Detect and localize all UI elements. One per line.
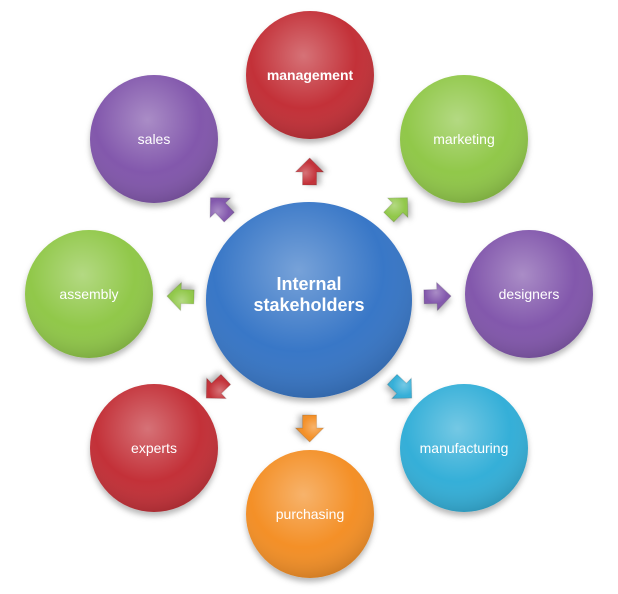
- arrow-assembly: [166, 281, 195, 312]
- arrow-management: [294, 157, 325, 186]
- center-label-line2: stakeholders: [253, 295, 364, 315]
- node-label-designers: designers: [499, 286, 560, 302]
- node-label-manufacturing: manufacturing: [420, 440, 509, 456]
- nodes-layer: management marketing designers manufacturin…: [25, 11, 593, 578]
- arrow-sales: [209, 197, 235, 223]
- node-label-purchasing: purchasing: [276, 506, 345, 522]
- node-assembly: assembly: [25, 230, 153, 358]
- node-experts: experts: [90, 384, 218, 512]
- node-management: management: [246, 11, 374, 139]
- arrow-purchasing: [294, 414, 325, 443]
- arrow-experts: [205, 373, 232, 399]
- node-label-marketing: marketing: [433, 131, 494, 147]
- node-label-management: management: [267, 67, 354, 83]
- arrow-designers: [423, 281, 452, 312]
- node-manufacturing: manufacturing: [400, 384, 528, 512]
- node-marketing: marketing: [400, 75, 528, 203]
- node-purchasing: purchasing: [246, 450, 374, 578]
- node-label-sales: sales: [138, 131, 171, 147]
- center-label-line1: Internal: [276, 274, 341, 294]
- arrow-marketing: [383, 197, 409, 223]
- center-node: Internal stakeholders: [206, 202, 412, 398]
- arrows-layer: [166, 157, 452, 443]
- node-label-assembly: assembly: [59, 286, 118, 302]
- node-designers: designers: [465, 230, 593, 358]
- arrow-manufacturing: [386, 373, 413, 399]
- node-label-experts: experts: [131, 440, 177, 456]
- node-sales: sales: [90, 75, 218, 203]
